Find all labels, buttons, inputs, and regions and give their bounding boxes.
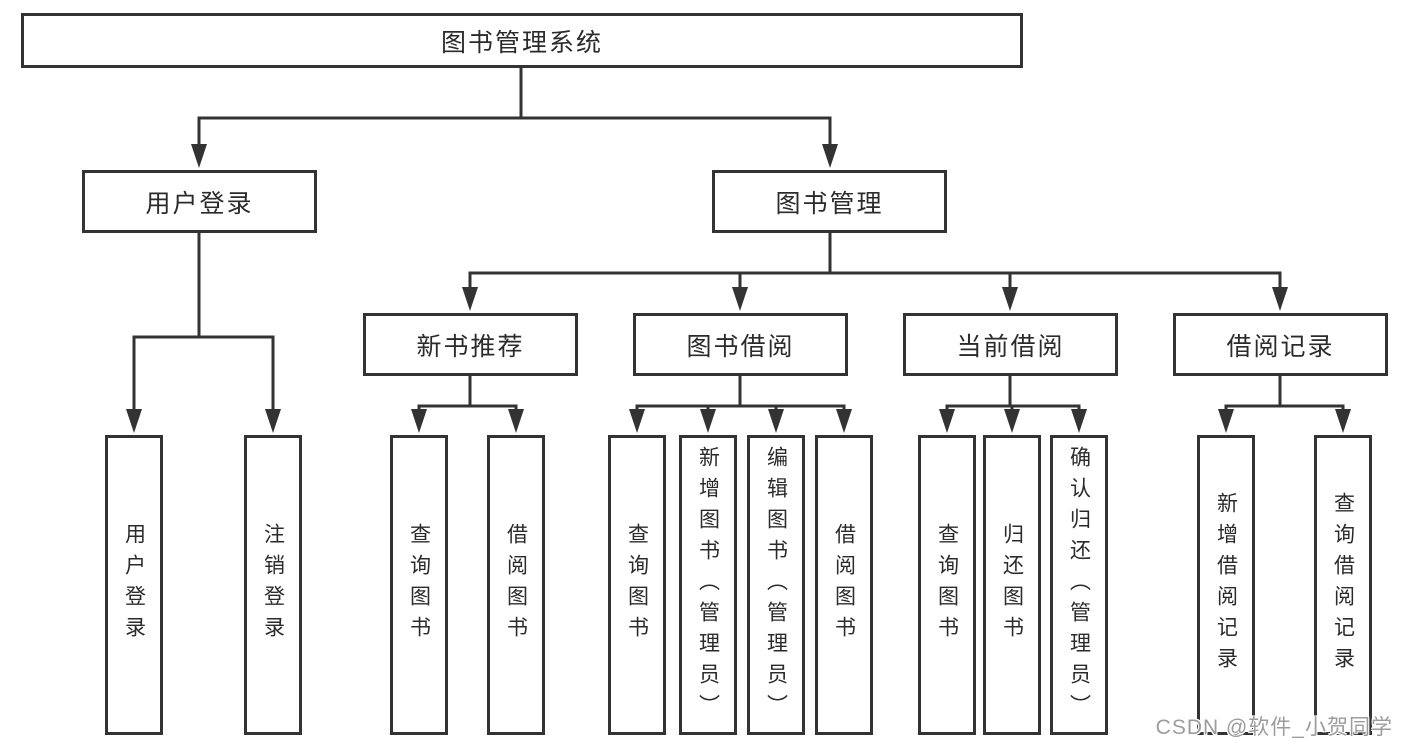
leaf-query-books-current: 查询图书 bbox=[918, 435, 976, 735]
arrowhead bbox=[836, 409, 852, 433]
arrowhead bbox=[191, 144, 207, 168]
leaf-add-borrow-record-label: 新增借阅记录 bbox=[1214, 492, 1238, 678]
node-book-borrow-label: 图书借阅 bbox=[686, 332, 795, 361]
leaf-add-book-admin-label: 新增图书（管理员） bbox=[696, 445, 720, 725]
arrowhead bbox=[265, 409, 281, 433]
arrowhead bbox=[1002, 287, 1018, 311]
leaf-confirm-return-admin: 确认归还（管理员） bbox=[1050, 435, 1108, 735]
leaf-edit-book-admin-label: 编辑图书（管理员） bbox=[764, 445, 788, 725]
leaf-return-books: 归还图书 bbox=[983, 435, 1041, 735]
arrowhead bbox=[732, 287, 748, 311]
arrowhead bbox=[1071, 409, 1087, 433]
csdn-watermark: CSDN @软件_小贺同学 bbox=[1155, 716, 1393, 739]
node-borrow-records-label: 借阅记录 bbox=[1226, 332, 1335, 361]
leaf-borrow-books: 借阅图书 bbox=[815, 435, 873, 735]
arrowhead bbox=[1272, 287, 1288, 311]
arrowhead bbox=[411, 409, 427, 433]
leaf-query-books-recommend-label: 查询图书 bbox=[407, 523, 431, 647]
node-book-management: 图书管理 bbox=[712, 170, 947, 233]
leaf-query-books-borrow: 查询图书 bbox=[608, 435, 666, 735]
arrowhead bbox=[822, 144, 838, 168]
node-borrow-records: 借阅记录 bbox=[1173, 313, 1388, 376]
leaf-user-login-label: 用户登录 bbox=[122, 523, 146, 647]
node-current-borrow-label: 当前借阅 bbox=[956, 332, 1065, 361]
node-root-label: 图书管理系统 bbox=[440, 28, 603, 57]
arrowhead bbox=[768, 409, 784, 433]
node-new-book-recommend-label: 新书推荐 bbox=[416, 332, 525, 361]
leaf-borrow-books-recommend-label: 借阅图书 bbox=[504, 523, 528, 647]
arrowhead bbox=[939, 409, 955, 433]
node-book-management-label: 图书管理 bbox=[775, 189, 884, 218]
arrowhead bbox=[508, 409, 524, 433]
node-new-book-recommend: 新书推荐 bbox=[363, 313, 578, 376]
node-user-login-label: 用户登录 bbox=[145, 189, 254, 218]
leaf-query-books-current-label: 查询图书 bbox=[935, 523, 959, 647]
arrowhead bbox=[126, 409, 142, 433]
leaf-add-book-admin: 新增图书（管理员） bbox=[679, 435, 737, 735]
node-user-login: 用户登录 bbox=[82, 170, 317, 233]
node-current-borrow: 当前借阅 bbox=[903, 313, 1118, 376]
leaf-logout-login-label: 注销登录 bbox=[261, 523, 285, 647]
arrowhead bbox=[1004, 409, 1020, 433]
leaf-edit-book-admin: 编辑图书（管理员） bbox=[747, 435, 805, 735]
leaf-return-books-label: 归还图书 bbox=[1000, 523, 1024, 647]
leaf-query-books-borrow-label: 查询图书 bbox=[625, 523, 649, 647]
leaf-query-books-recommend: 查询图书 bbox=[390, 435, 448, 735]
node-root: 图书管理系统 bbox=[21, 13, 1023, 68]
leaf-user-login: 用户登录 bbox=[105, 435, 163, 735]
leaf-query-borrow-record-label: 查询借阅记录 bbox=[1331, 492, 1355, 678]
leaf-borrow-books-label: 借阅图书 bbox=[832, 523, 856, 647]
leaf-query-borrow-record: 查询借阅记录 bbox=[1314, 435, 1372, 735]
arrowhead bbox=[700, 409, 716, 433]
leaf-logout-login: 注销登录 bbox=[244, 435, 302, 735]
arrowhead bbox=[1335, 409, 1351, 433]
arrowhead bbox=[1218, 409, 1234, 433]
arrowhead bbox=[462, 287, 478, 311]
leaf-confirm-return-admin-label: 确认归还（管理员） bbox=[1067, 445, 1091, 725]
leaf-borrow-books-recommend: 借阅图书 bbox=[487, 435, 545, 735]
arrowhead bbox=[629, 409, 645, 433]
leaf-add-borrow-record: 新增借阅记录 bbox=[1197, 435, 1255, 735]
node-book-borrow: 图书借阅 bbox=[633, 313, 848, 376]
